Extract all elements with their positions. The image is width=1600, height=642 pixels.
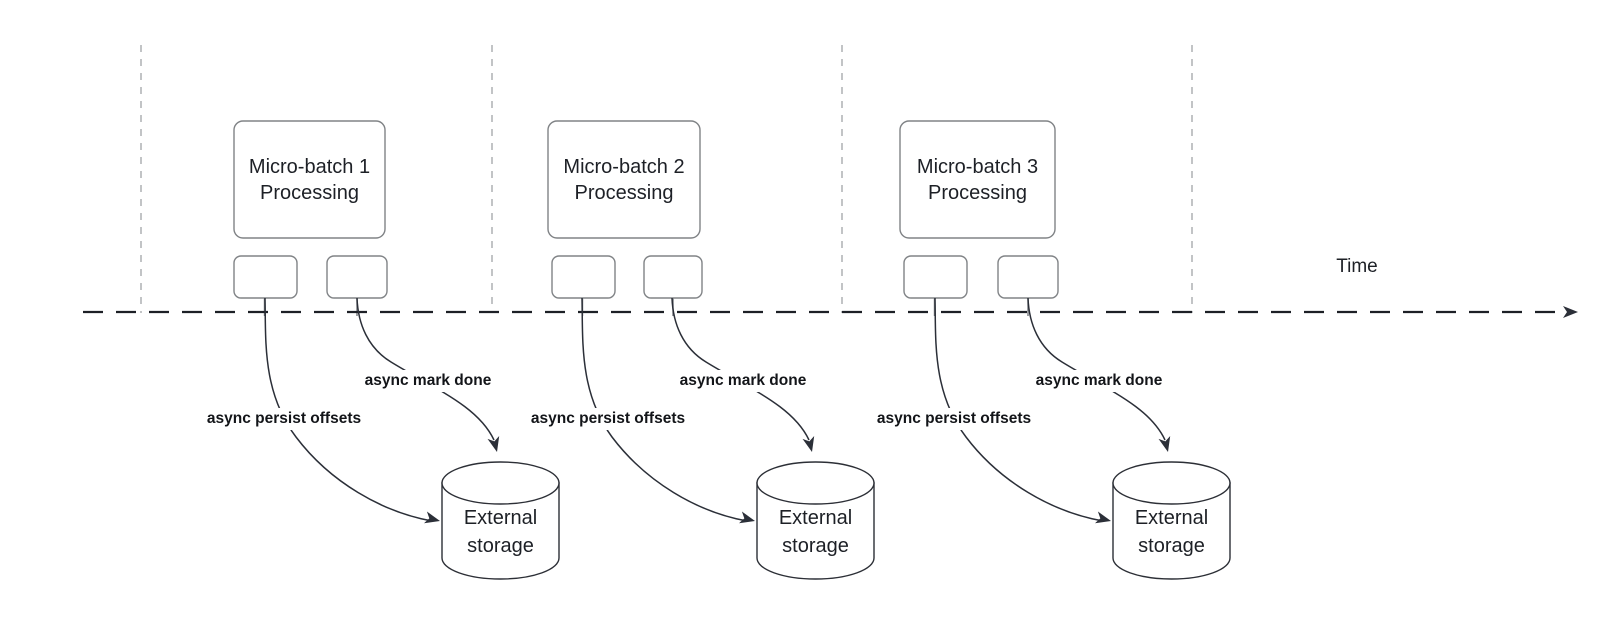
persist-offsets-1-label-bg bbox=[194, 408, 374, 430]
persist-offsets-2-label: async persist offsets bbox=[531, 410, 685, 427]
batch-3-processing-label-line2: Processing bbox=[928, 182, 1027, 204]
batch-3-task-a[interactable] bbox=[903, 255, 968, 299]
persist-offsets-3-arrowhead bbox=[1094, 511, 1111, 524]
storage-1-label-line2: storage bbox=[467, 535, 534, 557]
storage-1-node[interactable]: External storage bbox=[441, 461, 560, 580]
batch-2-processing-label-line1: Micro-batch 2 bbox=[563, 156, 684, 178]
persist-offsets-2-curve bbox=[581, 297, 748, 522]
persist-offsets-3-label-bg bbox=[864, 408, 1044, 430]
mark-done-2-arrowhead bbox=[802, 435, 815, 452]
batch-2-processing-label-line2: Processing bbox=[575, 182, 674, 204]
mark-done-2-edge bbox=[671, 297, 815, 452]
mark-done-2-curve bbox=[671, 297, 810, 441]
storage-3-cylinder-top bbox=[1112, 461, 1231, 505]
mark-done-1-curve bbox=[356, 297, 495, 441]
mark-done-3-label: async mark done bbox=[1036, 372, 1163, 389]
persist-offsets-1-arrowhead bbox=[423, 511, 440, 524]
batch-3-processing-label-line1: Micro-batch 3 bbox=[917, 156, 1038, 178]
time-axis-arrowhead bbox=[1563, 306, 1578, 318]
mark-done-2-label: async mark done bbox=[680, 372, 807, 389]
persist-offsets-2-label-bg bbox=[518, 408, 698, 430]
persist-offsets-1-label: async persist offsets bbox=[207, 410, 361, 427]
batch-1-processing-node[interactable]: Micro-batch 1 Processing bbox=[233, 120, 386, 239]
batch-1-task-a[interactable] bbox=[233, 255, 298, 299]
mark-done-1-arrowhead bbox=[487, 435, 500, 452]
mark-done-3-curve bbox=[1027, 297, 1166, 441]
storage-3-label-line1: External bbox=[1135, 507, 1208, 529]
mark-done-3-edge bbox=[1027, 297, 1171, 452]
storage-2-cylinder-body[interactable] bbox=[756, 482, 875, 580]
batch-2-task-a[interactable] bbox=[551, 255, 616, 299]
batch-1-processing-label-line1: Micro-batch 1 bbox=[249, 156, 370, 178]
mark-done-1-label-bg bbox=[363, 370, 493, 392]
storage-3-node[interactable]: External storage bbox=[1112, 461, 1231, 580]
batch-2-processing-box[interactable] bbox=[547, 120, 701, 239]
mark-done-3-label-bg bbox=[1034, 370, 1164, 392]
persist-offsets-1-curve bbox=[264, 297, 433, 522]
batch-3-task-b[interactable] bbox=[997, 255, 1059, 299]
persist-offsets-3-curve bbox=[934, 297, 1104, 522]
mark-done-1-edge bbox=[356, 297, 500, 452]
batch-1-processing-box[interactable] bbox=[233, 120, 386, 239]
storage-1-cylinder-body[interactable] bbox=[441, 482, 560, 580]
storage-2-label-line2: storage bbox=[782, 535, 849, 557]
storage-2-node[interactable]: External storage bbox=[756, 461, 875, 580]
storage-2-cylinder-top bbox=[756, 461, 875, 505]
gridlines-group bbox=[140, 45, 1193, 313]
task-stub-group bbox=[263, 298, 1029, 316]
mark-done-1-label: async mark done bbox=[365, 372, 492, 389]
time-axis: Time bbox=[83, 256, 1578, 318]
storage-1-label-line1: External bbox=[464, 507, 537, 529]
persist-offsets-3-edge bbox=[934, 297, 1111, 524]
batch-1-processing-label-line2: Processing bbox=[260, 182, 359, 204]
persist-offsets-1-edge bbox=[264, 297, 440, 524]
persist-offsets-2-edge bbox=[581, 297, 755, 524]
storage-2-label-line1: External bbox=[779, 507, 852, 529]
storage-3-label-line2: storage bbox=[1138, 535, 1205, 557]
batch-1-task-b[interactable] bbox=[326, 255, 388, 299]
mark-done-3-arrowhead bbox=[1158, 435, 1171, 452]
persist-offsets-3-label: async persist offsets bbox=[877, 410, 1031, 427]
storage-3-cylinder-body[interactable] bbox=[1112, 482, 1231, 580]
time-axis-label: Time bbox=[1336, 256, 1378, 277]
persist-offsets-2-arrowhead bbox=[738, 511, 755, 524]
batch-3-processing-box[interactable] bbox=[899, 120, 1056, 239]
batch-2-task-b[interactable] bbox=[643, 255, 703, 299]
batch-2-processing-node[interactable]: Micro-batch 2 Processing bbox=[547, 120, 701, 239]
batch-3-processing-node[interactable]: Micro-batch 3 Processing bbox=[899, 120, 1056, 239]
mark-done-2-label-bg bbox=[678, 370, 808, 392]
storage-1-cylinder-top bbox=[441, 461, 560, 505]
